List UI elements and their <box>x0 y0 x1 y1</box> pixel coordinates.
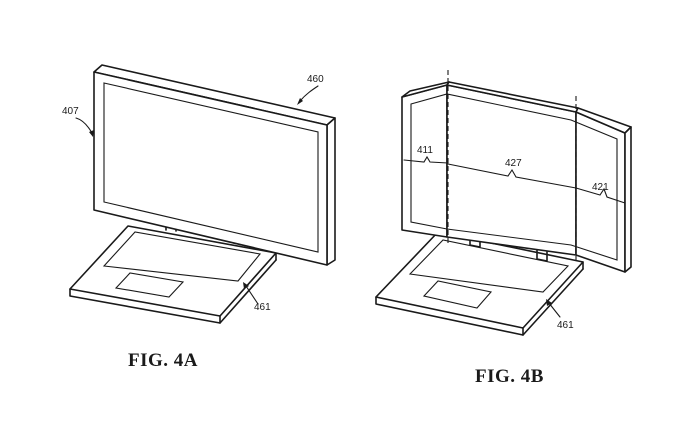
ref-461-leader-a <box>243 282 259 305</box>
ref-421: 421 <box>592 182 609 193</box>
fig-4a-display <box>93 64 336 266</box>
fig-4a-caption: FIG. 4A <box>128 350 198 371</box>
ref-407-leader <box>75 117 94 137</box>
ref-460: 460 <box>307 74 324 85</box>
ref-411: 411 <box>417 145 433 156</box>
fig-4b-drawing <box>375 70 632 336</box>
fig-4b-fold-lines <box>447 70 577 262</box>
ref-460-leader <box>297 85 319 105</box>
ref-461-a: 461 <box>254 302 271 313</box>
ref-407: 407 <box>62 106 79 117</box>
fig-4a-drawing <box>69 64 336 324</box>
ref-461-leader-b <box>546 299 561 318</box>
fig-4b-display <box>401 81 632 273</box>
ref-461-b: 461 <box>557 320 574 331</box>
fig-4b-dimension-braces <box>403 155 626 204</box>
fig-4b-laptop-base <box>375 231 584 336</box>
ref-427: 427 <box>505 158 522 169</box>
fig-4b-caption: FIG. 4B <box>475 366 544 387</box>
